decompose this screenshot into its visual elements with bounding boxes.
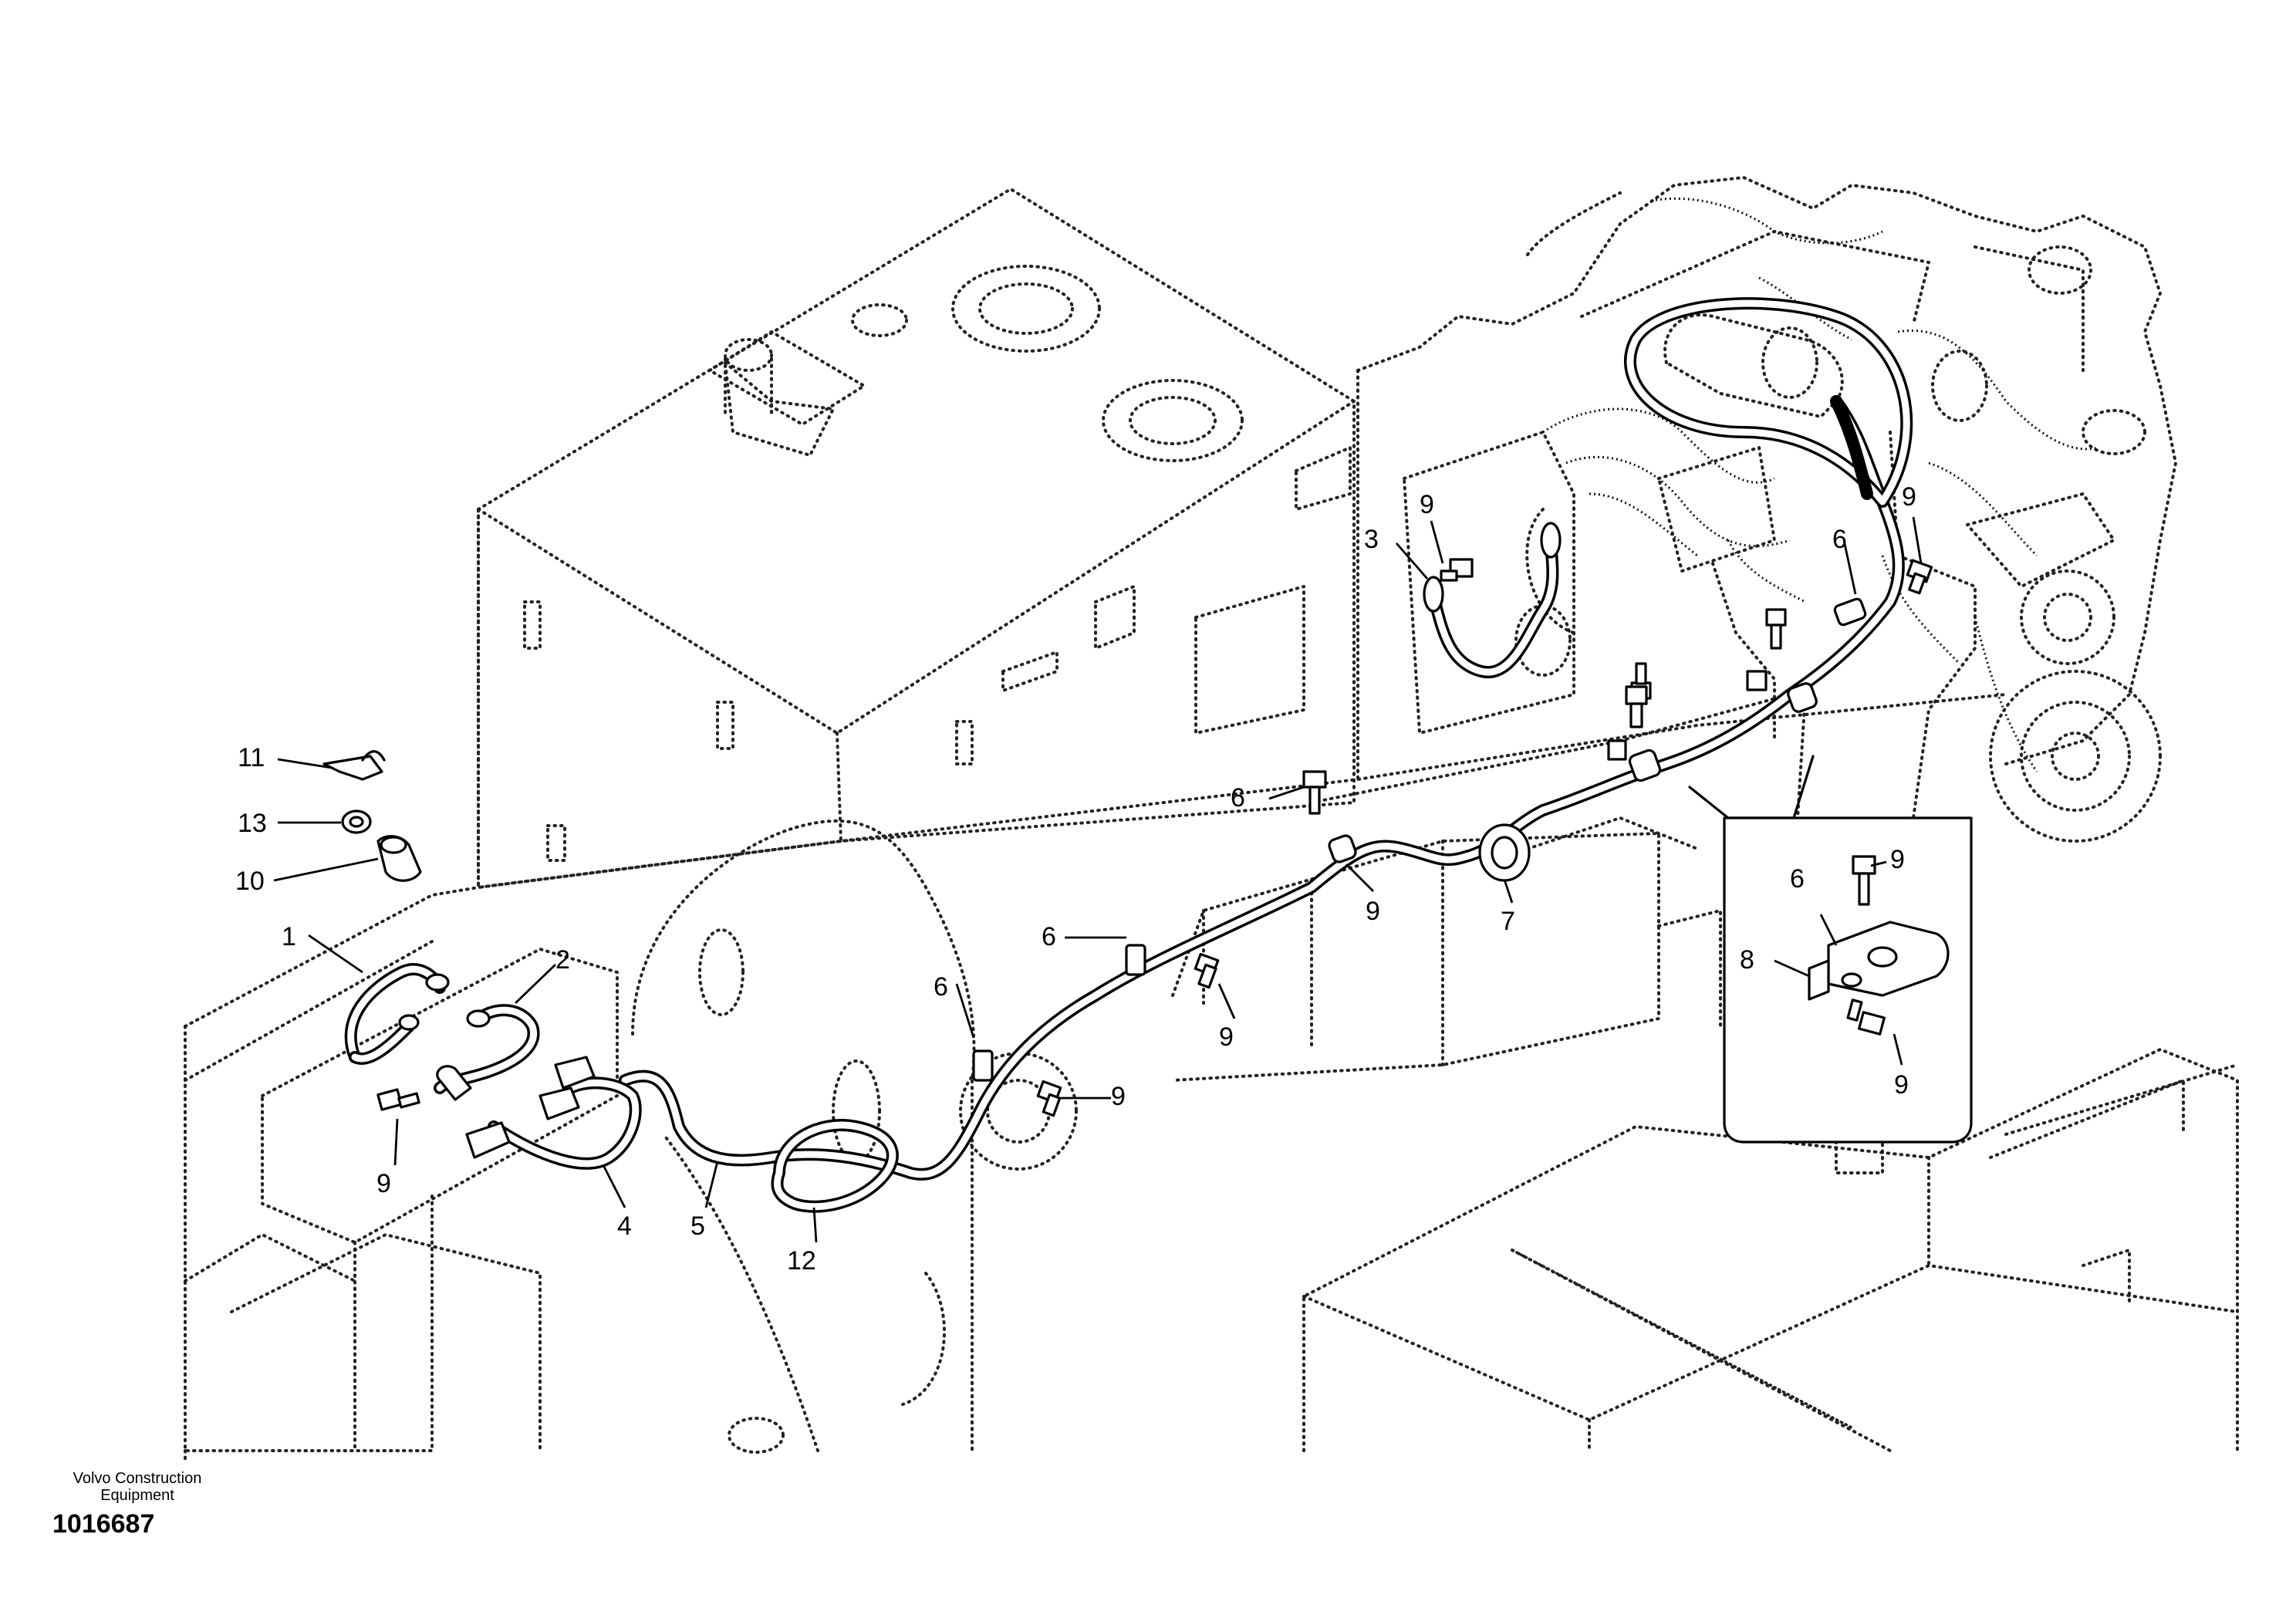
bolt-icon (1906, 559, 1933, 595)
callout-9b: 9 (1366, 897, 1380, 926)
callout-6b: 6 (934, 972, 948, 1002)
company-name: Volvo Construction Equipment (45, 1470, 230, 1504)
callout-8: 8 (1740, 945, 1754, 975)
cable-loop (771, 1119, 899, 1213)
callout-9f: 9 (1902, 482, 1916, 512)
battery-cables (344, 963, 642, 1170)
detail-inset (1688, 755, 1973, 1144)
battery-cable-main (619, 395, 1905, 1181)
bolt-icon (1302, 770, 1327, 815)
callout-1: 1 (282, 922, 296, 951)
callout-6a: 6 (1042, 922, 1056, 951)
callout-10: 10 (235, 867, 265, 896)
callout-4: 4 (617, 1211, 632, 1241)
drawing-number: 1016687 (52, 1509, 155, 1539)
bolts (376, 558, 1933, 1117)
leader-lines (273, 516, 1923, 1243)
callout-5: 5 (690, 1211, 705, 1241)
callout-12: 12 (787, 1246, 816, 1276)
ground-cable-3 (1423, 522, 1562, 679)
callout-13: 13 (238, 809, 267, 838)
callout-7: 7 (1501, 907, 1515, 936)
company-line-1: Volvo Construction (73, 1470, 202, 1487)
callout-9g: 9 (1890, 845, 1905, 874)
callout-labels: 1 2 3 4 5 6 6 6 6 6 7 8 9 9 9 9 9 9 9 9 … (235, 482, 1916, 1276)
bolt-icon (1765, 608, 1787, 650)
bolt-icon (376, 1088, 420, 1111)
callout-9a: 9 (376, 1169, 391, 1198)
callout-9d: 9 (1111, 1082, 1126, 1111)
bolt-icon (1625, 685, 1648, 728)
callout-11: 11 (238, 743, 265, 772)
callout-9c: 9 (1219, 1022, 1234, 1052)
callout-6c: 6 (1231, 783, 1245, 813)
small-parts (322, 750, 422, 882)
cable-clips (972, 597, 1867, 1082)
starter-cable-loop (1624, 297, 1913, 508)
bolt-icon (1194, 952, 1220, 989)
company-line-2: Equipment (100, 1487, 174, 1504)
machine-outline (184, 176, 2239, 1460)
callout-6e: 6 (1790, 864, 1805, 894)
callout-9e: 9 (1420, 490, 1434, 519)
callout-6d: 6 (1832, 525, 1847, 554)
bolt-icon (1036, 1080, 1062, 1117)
callout-3: 3 (1364, 525, 1379, 554)
callout-2: 2 (555, 945, 570, 975)
callout-9h: 9 (1894, 1070, 1909, 1100)
grommet (1478, 823, 1531, 882)
bolt-icon (1440, 558, 1474, 582)
